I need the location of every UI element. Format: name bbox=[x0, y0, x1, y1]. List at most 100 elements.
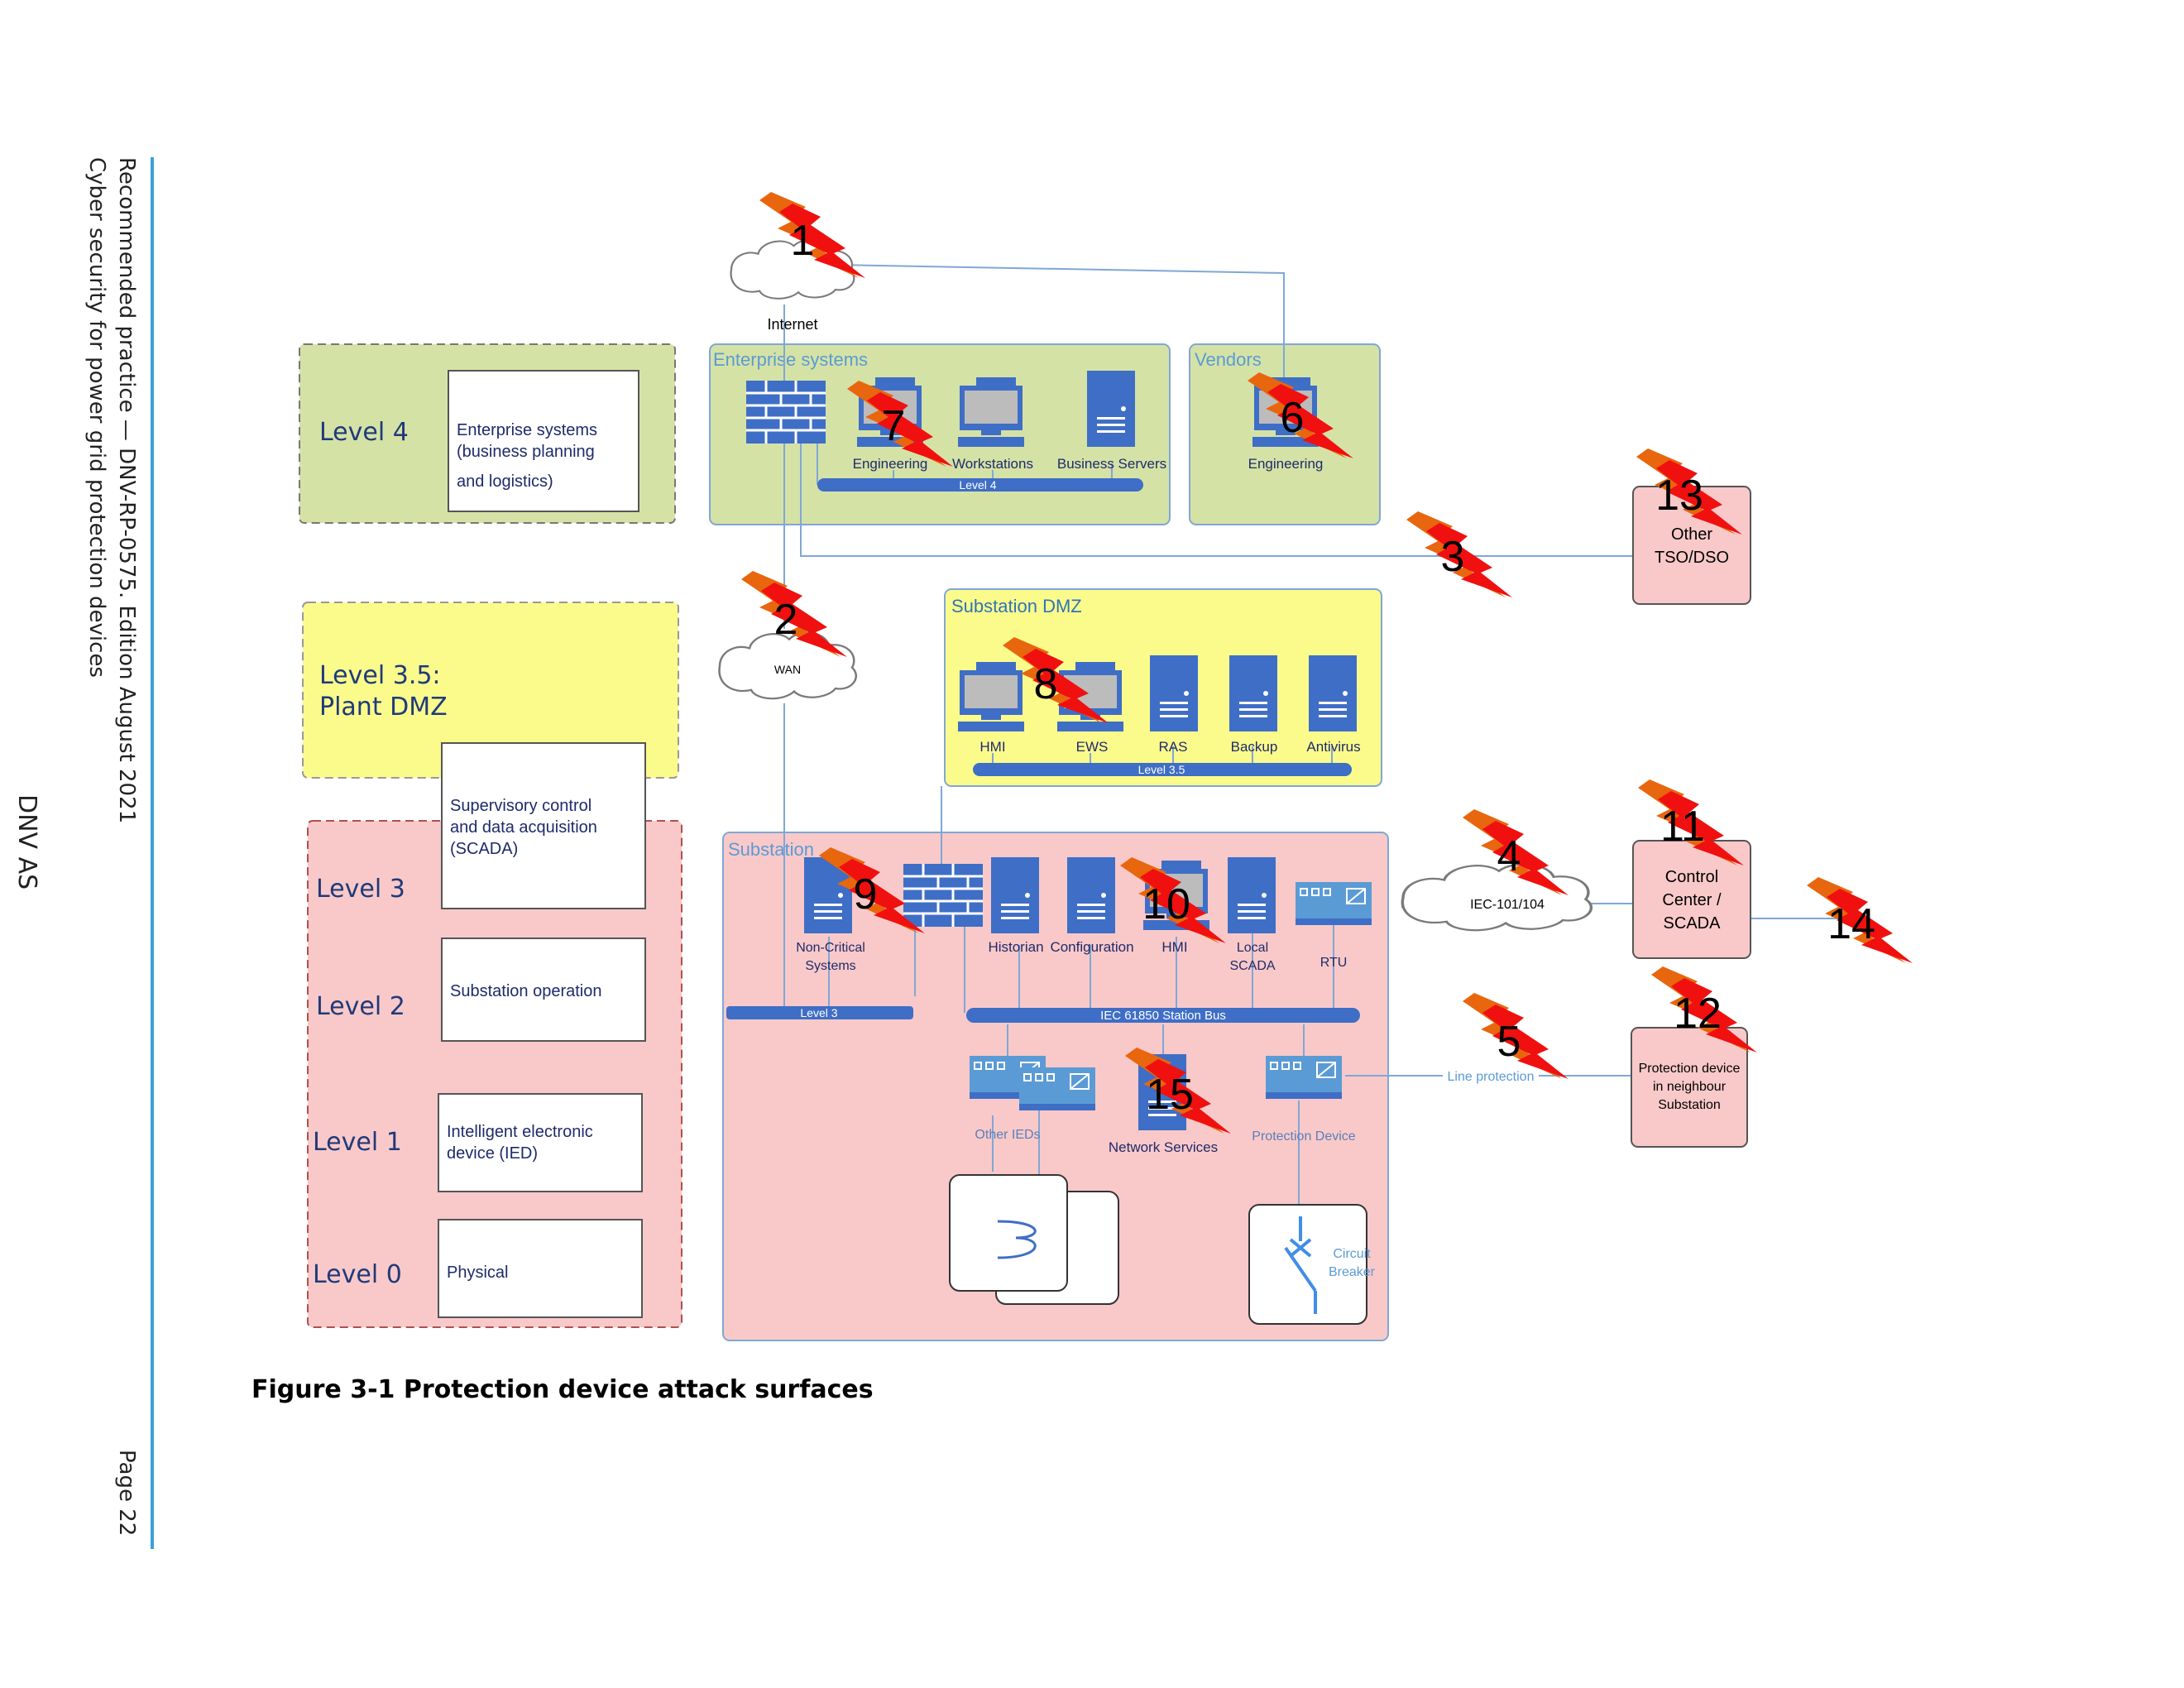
business-servers-label: Business Servers bbox=[1057, 456, 1166, 472]
control-center-label-line3: SCADA bbox=[1664, 914, 1722, 933]
vendor-engineering-label: Engineering bbox=[1248, 456, 1324, 472]
circuit-breaker-label-line2: Breaker bbox=[1329, 1265, 1376, 1279]
attack-point-number: 11 bbox=[1660, 803, 1705, 851]
level3-desc-line1: Supervisory control bbox=[450, 797, 592, 815]
level3-bus-label: Level 3 bbox=[800, 1006, 837, 1019]
attack-point-4: 4 bbox=[1463, 809, 1569, 895]
level35-bus bbox=[973, 763, 1352, 776]
historian-server-icon bbox=[991, 857, 1039, 933]
level2-desc-box bbox=[441, 938, 646, 1042]
circuit-breaker-label-line1: Circuit bbox=[1333, 1247, 1371, 1261]
attack-point-13: 13 bbox=[1636, 448, 1742, 535]
enterprise-zone-title: Enterprise systems bbox=[713, 349, 868, 370]
attack-point-5: 5 bbox=[1463, 993, 1569, 1079]
attack-point-number: 1 bbox=[791, 217, 815, 265]
vendors-zone-title: Vendors bbox=[1195, 349, 1262, 370]
network-links bbox=[783, 264, 1842, 1205]
internet-label: Internet bbox=[767, 316, 817, 333]
engineering-label: Engineering bbox=[853, 456, 928, 472]
neighbour-label-line1: Protection device bbox=[1639, 1062, 1741, 1076]
attack-point-number: 15 bbox=[1146, 1071, 1194, 1119]
configuration-label: Configuration bbox=[1050, 939, 1133, 955]
level4-bus bbox=[817, 478, 1143, 492]
attack-point-number: 14 bbox=[1827, 900, 1875, 948]
level1-desc-line2: device (IED) bbox=[447, 1144, 538, 1163]
neighbour-label-line3: Substation bbox=[1658, 1098, 1721, 1112]
level4-desc-box bbox=[448, 370, 639, 512]
line-protection-label: Line protection bbox=[1448, 1070, 1535, 1084]
control-center-label-line2: Center / bbox=[1662, 891, 1722, 909]
attack-point-6: 6 bbox=[1248, 372, 1353, 458]
attack-point-number: 2 bbox=[774, 596, 798, 644]
substation-hmi-label: HMI bbox=[1161, 939, 1187, 955]
other-ied-icon-2 bbox=[1018, 1067, 1096, 1111]
other-ieds-label: Other IEDs bbox=[975, 1128, 1040, 1142]
level3-desc-line3: (SCADA) bbox=[450, 840, 518, 858]
attack-point-number: 5 bbox=[1497, 1018, 1521, 1066]
tso-dso-label-line2: TSO/DSO bbox=[1655, 549, 1729, 567]
figure-caption: Figure 3-1 Protection device attack surf… bbox=[251, 1375, 874, 1404]
attack-point-number: 10 bbox=[1142, 880, 1190, 928]
level0-desc-line1: Physical bbox=[447, 1264, 508, 1282]
dmz-ras-label: RAS bbox=[1159, 739, 1188, 755]
level3-desc-box bbox=[441, 742, 646, 909]
neighbour-protection-box bbox=[1631, 1027, 1748, 1148]
protection-device-label: Protection Device bbox=[1252, 1129, 1355, 1144]
attack-point-1: 1 bbox=[759, 192, 865, 278]
local-scada-label-line1: Local bbox=[1237, 941, 1268, 955]
attack-point-number: 3 bbox=[1441, 533, 1465, 581]
local-scada-server-icon bbox=[1228, 857, 1276, 933]
level35-label-line2: Plant DMZ bbox=[319, 693, 448, 722]
business-servers-icon bbox=[1087, 371, 1135, 447]
attack-point-number: 13 bbox=[1655, 472, 1703, 520]
circuit-breaker-box bbox=[1248, 1204, 1367, 1325]
level4-bus-label: Level 4 bbox=[959, 478, 996, 492]
level3-desc-line2: and data acquisition bbox=[450, 818, 597, 837]
protection-device-icon bbox=[1265, 1055, 1343, 1100]
control-center-label-line1: Control bbox=[1665, 868, 1718, 886]
neighbour-label-line2: in neighbour bbox=[1653, 1080, 1727, 1094]
station-bus bbox=[966, 1008, 1360, 1023]
attack-point-8: 8 bbox=[1003, 637, 1109, 723]
level35-bus-label: Level 3.5 bbox=[1138, 763, 1185, 776]
level3-bus bbox=[726, 1006, 913, 1019]
dmz-ras-server-icon bbox=[1150, 655, 1198, 731]
attack-point-2: 2 bbox=[741, 571, 847, 657]
dmz-hmi-label: HMI bbox=[979, 739, 1005, 755]
dmz-antivirus-label: Antivirus bbox=[1306, 739, 1360, 755]
wan-label: WAN bbox=[774, 663, 801, 676]
level4-desc-line3: and logistics) bbox=[457, 472, 553, 491]
level1-label: Level 1 bbox=[313, 1128, 402, 1157]
level2-label: Level 2 bbox=[316, 992, 405, 1021]
substation-dmz-title: Substation DMZ bbox=[951, 596, 1082, 616]
coil-icon bbox=[997, 1220, 1037, 1259]
circuit-breaker-icon bbox=[1284, 1216, 1317, 1314]
attack-point-9: 9 bbox=[819, 847, 925, 933]
attack-point-number: 12 bbox=[1674, 990, 1722, 1038]
enterprise-firewall-icon bbox=[745, 379, 827, 445]
attack-point-7: 7 bbox=[847, 381, 953, 467]
level1-desc-line1: Intelligent electronic bbox=[447, 1123, 593, 1141]
attack-point-12: 12 bbox=[1651, 966, 1757, 1053]
iec-label: IEC-101/104 bbox=[1470, 898, 1545, 912]
header-rule bbox=[151, 157, 154, 1549]
level0-label: Level 0 bbox=[313, 1260, 402, 1289]
attack-point-number: 6 bbox=[1281, 394, 1305, 442]
station-bus-label: IEC 61850 Station Bus bbox=[1100, 1009, 1226, 1023]
level4-label: Level 4 bbox=[319, 418, 409, 447]
local-scada-label-line2: SCADA bbox=[1229, 959, 1275, 973]
attack-point-number: 7 bbox=[882, 402, 906, 450]
attack-point-14: 14 bbox=[1807, 877, 1913, 963]
non-critical-label-line2: Systems bbox=[805, 959, 855, 973]
substation-firewall-icon bbox=[902, 862, 984, 928]
dmz-backup-server-icon bbox=[1229, 655, 1277, 731]
network-services-label: Network Services bbox=[1109, 1139, 1218, 1155]
current-transformer bbox=[949, 1174, 1068, 1292]
attack-point-number: 4 bbox=[1497, 832, 1521, 880]
substation-zone-title: Substation bbox=[728, 839, 814, 860]
historian-label: Historian bbox=[988, 939, 1043, 955]
level4-desc-line1: Enterprise systems bbox=[457, 421, 597, 439]
level2-desc-line1: Substation operation bbox=[450, 982, 601, 1000]
level1-desc-box bbox=[438, 1093, 643, 1192]
level35-label: Level 3.5: bbox=[319, 661, 441, 690]
